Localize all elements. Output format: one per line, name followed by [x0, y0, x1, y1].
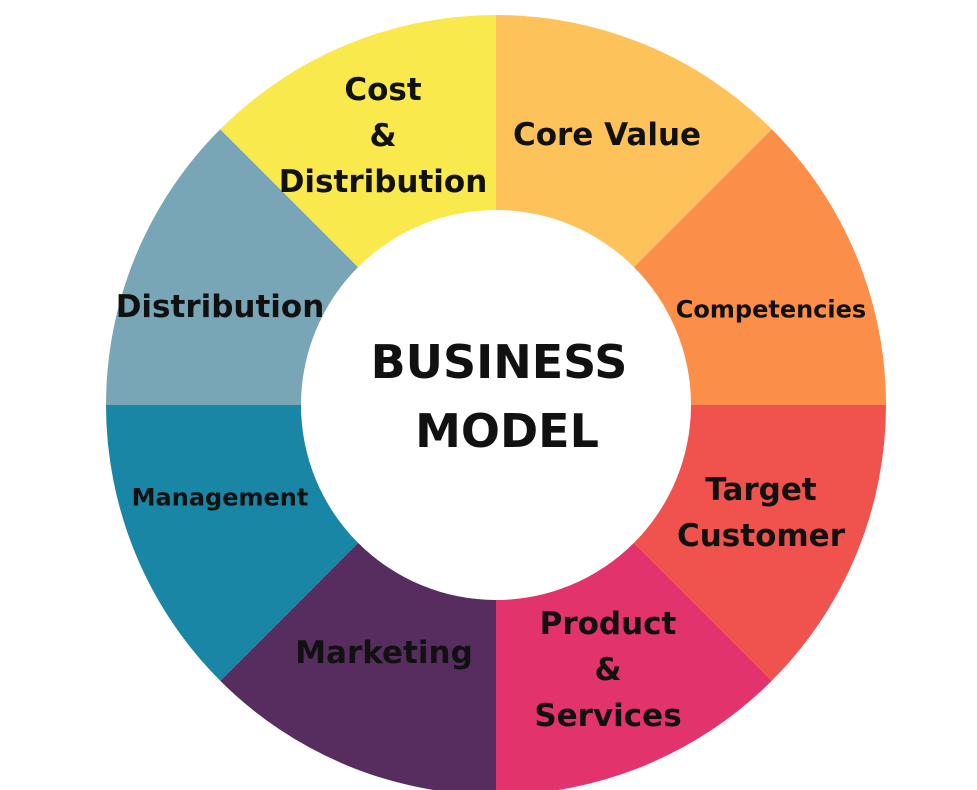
segment-label-product-services-line-3: Services [534, 698, 681, 734]
segment-label-core-value: Core Value [513, 117, 701, 153]
segment-label-distribution-line-1: Distribution [116, 289, 325, 325]
segment-label-marketing-line-1: Marketing [295, 635, 473, 671]
segment-label-cost-distribution: Cost & Distribution [279, 72, 488, 200]
segment-competencies [633, 129, 886, 406]
segment-label-management: Management [132, 483, 309, 511]
segment-label-core-value-line-1: Core Value [513, 117, 701, 153]
segment-label-target-customer-line-1: Target [705, 472, 817, 508]
segment-management [106, 405, 359, 681]
center-title: BUSINESS MODEL [371, 335, 644, 458]
segment-distribution [106, 129, 359, 406]
segment-marketing [220, 542, 496, 790]
segment-label-competencies-line-1: Competencies [676, 295, 866, 323]
segment-target-customer [633, 405, 886, 681]
segment-label-cost-distribution-line-1: Cost [344, 72, 421, 108]
segment-label-marketing: Marketing [295, 635, 473, 671]
segment-label-target-customer-line-2: Customer [677, 518, 846, 554]
segment-core-value [496, 15, 772, 268]
center-title-line-1: BUSINESS [371, 335, 628, 389]
center-title-line-2: MODEL [415, 404, 599, 458]
segment-label-cost-distribution-line-3: Distribution [279, 164, 488, 200]
segment-label-product-services-line-1: Product [540, 606, 677, 642]
segment-label-cost-distribution-line-2: & [369, 118, 396, 154]
segment-product-services [496, 542, 772, 790]
wheel-segments [106, 15, 886, 790]
segment-label-product-services: Product & Services [534, 606, 681, 734]
segment-label-management-line-1: Management [132, 483, 309, 511]
segment-label-distribution: Distribution [116, 289, 325, 325]
segment-cost-distribution [220, 15, 497, 268]
center-hub [301, 210, 691, 600]
segment-label-competencies: Competencies [676, 295, 866, 323]
segment-label-product-services-line-2: & [594, 652, 621, 688]
